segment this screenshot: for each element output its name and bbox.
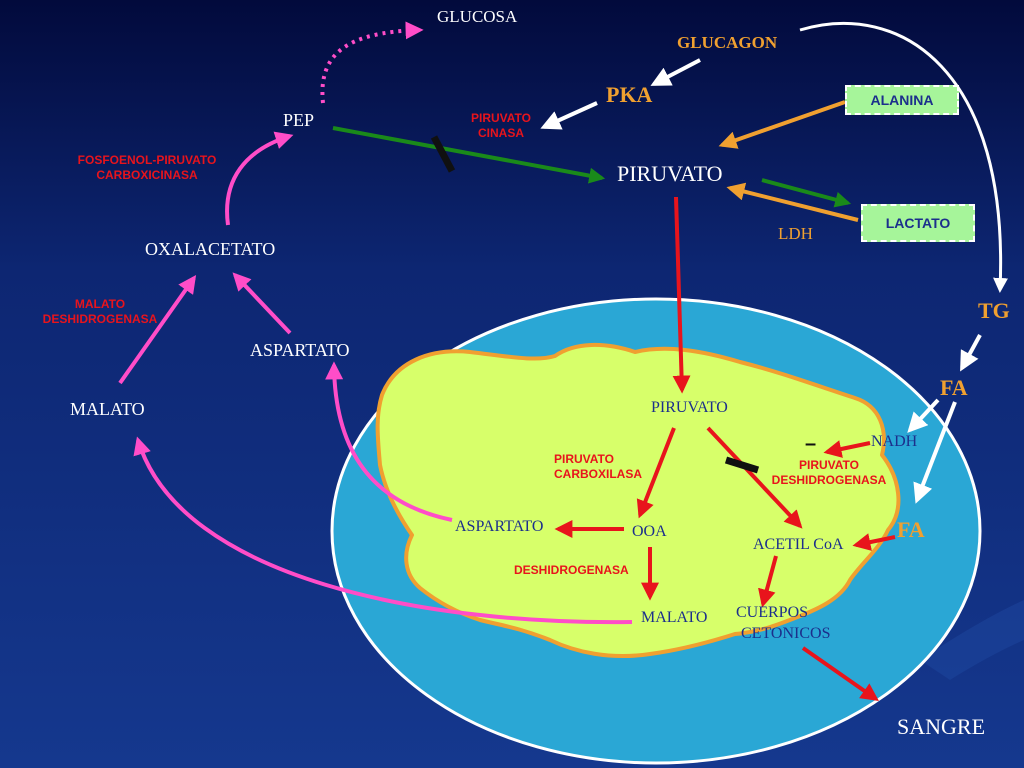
label-sangre: SANGRE [897,714,986,739]
pep-to-piruvato-arrow [332,126,606,184]
label-oxalacetato: OXALACETATO [145,239,276,259]
tg-to-fa-arrow [960,334,982,372]
background-streak [920,600,1024,680]
label-cetonicos: CETONICOS [741,625,831,642]
piruvato-to-mito-piruvato-arrow [672,196,691,394]
alanina-box: ALANINA [845,85,959,115]
label-pka: PKA [606,82,653,107]
mito-aspartato-to-aspartato-arrow [325,361,453,522]
label-glucagon: GLUCAGON [677,33,778,52]
lactato-box: LACTATO [861,204,975,242]
acetilcoa-to-cuerpos-arrow [758,555,778,608]
enzyme-text: PIRUVATO [470,111,531,125]
enzyme-text: CINASA [477,126,524,140]
label-minus-sign: – [805,433,817,455]
enzyme-text: PIRUVATO [798,458,859,472]
oxalacetato-to-pep-arrow [225,131,294,226]
label-mito-fa: FA [897,517,925,542]
label-piruvato: PIRUVATO [617,161,723,186]
label-malato: MALATO [70,399,145,419]
label-mito-malato: MALATO [641,609,708,626]
label-ldh: LDH [778,224,813,243]
enzyme-deshidrogenasa: DESHIDROGENASA [514,563,629,577]
label-nadh: NADH [871,433,918,450]
glucagon-to-pka-arrow [650,58,701,86]
fa-to-mito-fa-arrow [913,401,957,504]
lactato-to-piruvato-arrow [726,182,859,222]
enzyme-text: FOSFOENOL-PIRUVATO [77,153,217,167]
label-fa: FA [940,375,968,400]
enzyme-piruvato-carboxilasa: PIRUVATO CARBOXILASA [554,452,642,482]
enzyme-text: PIRUVATO [554,452,615,466]
label-ooa: OOA [632,523,667,540]
enzyme-pepck: FOSFOENOL-PIRUVATO CARBOXICINASA [73,153,221,183]
enzyme-piruvato-cinasa: PIRUVATO CINASA [466,111,536,141]
glucagon-to-tg-arrow [799,21,1009,293]
piruvato-to-lactato-arrow [761,178,852,208]
label-pep: PEP [283,110,315,130]
mito-malato-to-malato-arrow [133,436,633,625]
label-cuerpos: CUERPOS [736,604,809,621]
enzyme-piruvato-deshidrogenasa: PIRUVATO DESHIDROGENASA [770,458,888,488]
label-lactato: LACTATO [885,215,951,231]
enzyme-text: CARBOXICINASA [96,168,198,182]
enzyme-text: DESHIDROGENASA [771,473,887,487]
label-mito-aspartato: ASPARTATO [455,518,544,535]
enzyme-text: DESHIDROGENASA [42,312,158,326]
inhibition-bar-pk [430,135,456,173]
enzyme-text: MALATO [74,297,126,311]
label-alanina: ALANINA [870,92,934,108]
piruvato-to-ooa-arrow [636,427,676,519]
label-acetil-coa: ACETIL CoA [753,536,844,553]
fa-to-acetilcoa-arrow [852,533,896,551]
nadh-to-pdh-arrow [823,440,871,458]
cuerpos-to-sangre-arrow [801,646,879,702]
enzyme-text: CARBOXILASA [554,467,643,481]
label-mito-piruvato: PIRUVATO [651,399,728,416]
alanina-to-piruvato-arrow [718,100,846,149]
label-aspartato: ASPARTATO [250,340,350,360]
inhibition-bar-pdh [724,456,760,474]
aspartato-to-oxalacetato-arrow [232,272,292,335]
piruvato-to-acetilcoa-arrow [706,426,803,529]
fa-to-nadh-arrow [907,398,940,433]
enzyme-malato-deshidrogenasa: MALATO DESHIDROGENASA [40,297,160,327]
malato-to-oxalacetato-arrow [118,275,197,385]
label-tg: TG [978,298,1010,323]
label-glucosa: GLUCOSA [437,7,518,26]
pka-to-piruvato-cinasa-arrow [540,101,598,130]
